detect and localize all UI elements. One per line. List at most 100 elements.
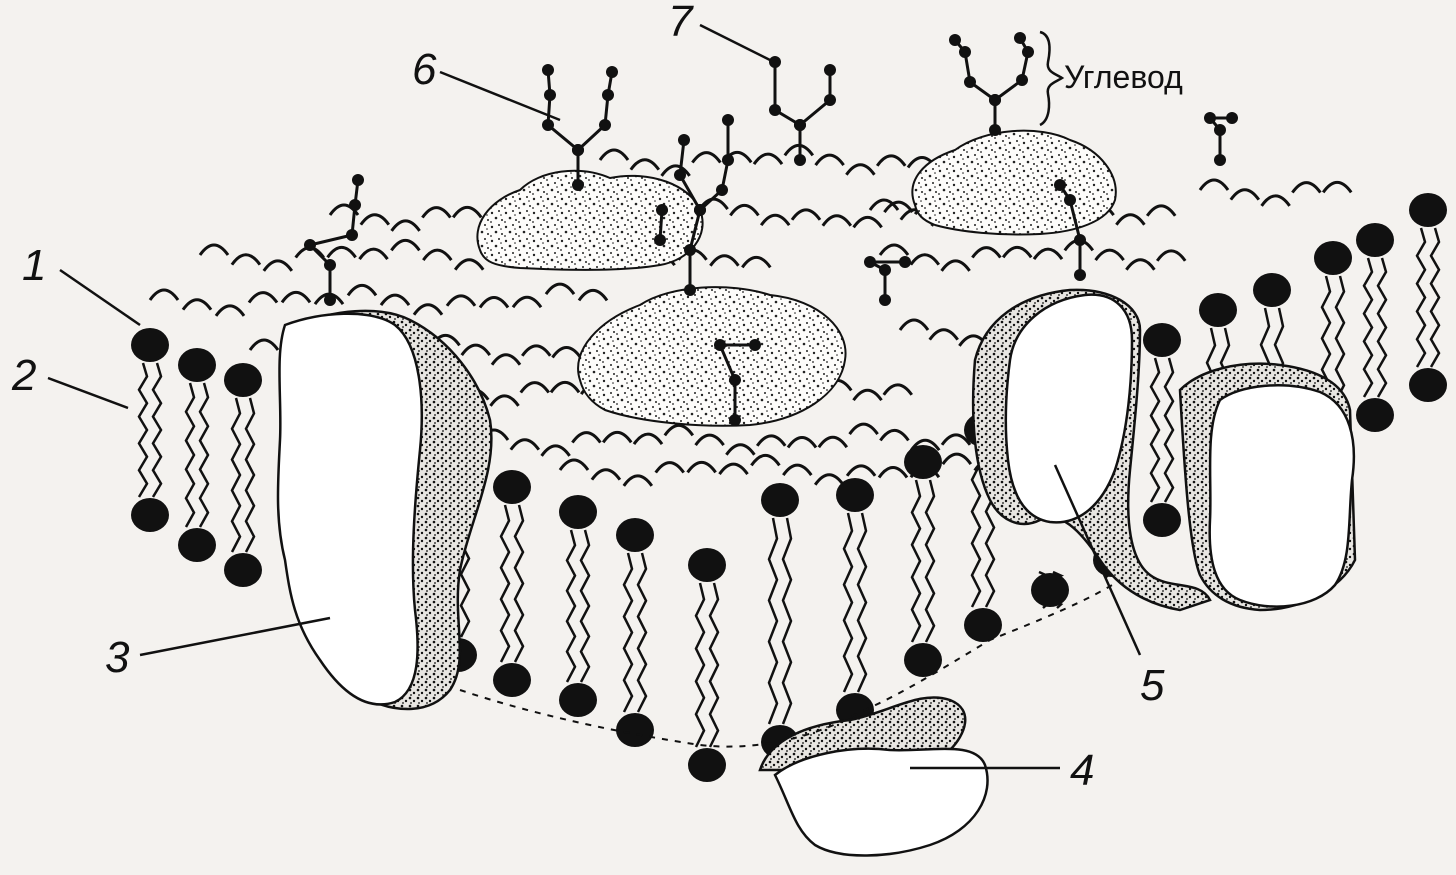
sugar-residue [794,119,806,131]
lipid-tail [1151,358,1159,502]
lipid-head [224,363,262,397]
lipid-head-arc [1147,206,1175,216]
lipid-head-arc [447,296,475,306]
lipid-head-arc [200,245,228,255]
lipid-head [688,548,726,582]
lipid-head [1143,323,1181,357]
sugar-residue [769,56,781,68]
label-4: 4 [1070,746,1094,795]
lipid-head-arc [572,433,600,443]
lipid-head-arc [592,470,620,480]
lipid-head-arc [930,330,958,340]
sugar-residue [678,134,690,146]
lipid-head-arc [783,465,811,475]
lipid-head [836,478,874,512]
lipid-head-arc [249,293,277,303]
glycan-chain [578,72,612,150]
lipid-head-arc [880,430,908,440]
phospholipid [616,518,654,747]
lipid-head [761,483,799,517]
label-1: 1 [22,241,46,290]
label-2: 2 [11,351,36,400]
leader-1 [60,270,140,325]
lipid-head-arc [546,284,574,294]
lipid-head [964,608,1002,642]
lipid-head-arc [884,385,912,395]
sugar-residue [989,94,1001,106]
lipid-head-arc [1116,215,1144,225]
sugar-residue [864,256,876,268]
sugar-residue [716,184,728,196]
lipid-tail [972,448,980,607]
sugar-residue [1064,194,1076,206]
lipid-head-arc [754,154,782,164]
lipid-head-arc [1096,250,1124,260]
lipid-head-arc [1157,251,1185,261]
phospholipid [224,363,262,587]
lipid-head [1031,573,1069,607]
lipid-head-arc [600,150,628,160]
phospholipid [1143,323,1181,537]
lipid-head-arc [150,290,178,300]
lipid-head-arc [877,156,905,166]
lipid-head-arc [742,257,770,267]
lipid-head-arc [522,346,550,356]
integral-protein-3 [278,314,422,705]
lipid-head [1356,398,1394,432]
sugar-residue [654,234,666,246]
sugar-residue [1016,74,1028,86]
lipid-head-arc [1034,249,1062,259]
lipid-head-arc [392,221,420,231]
lipid-head-arc [1262,196,1290,206]
lipid-head-arc [216,306,244,316]
lipid-head [1356,223,1394,257]
sugar-residue [324,294,336,306]
lipid-head-arc [710,256,738,266]
lipid-head-arc [423,250,451,260]
phospholipid [1356,223,1394,432]
sugar-residue [1214,154,1226,166]
sugar-residue [964,76,976,88]
lipid-head-arc [900,320,928,330]
lipid-head [688,748,726,782]
lipid-tail [638,553,646,712]
lipid-tail [1364,258,1372,397]
lipid-head [493,663,531,697]
lipid-head-arc [788,437,816,447]
phospholipid [1031,572,1069,608]
lipid-head-arc [761,215,789,225]
lipid-tail [1165,358,1173,502]
sugar-residue [824,94,836,106]
lipid-head-arc [511,440,539,450]
sugar-residue [722,154,734,166]
lipid-tail [769,518,777,724]
lipid-head-arc [879,467,907,477]
lipid-head-arc [751,455,779,465]
sugar-residue [714,339,726,351]
lipid-head-arc [328,247,356,257]
lipid-tail [501,505,509,662]
lipid-tail [696,583,704,747]
lipid-head-arc [819,437,847,447]
integral-protein-4 [775,749,988,856]
sugar-residue [304,239,316,251]
carbohydrate-brace [1040,32,1062,125]
label-6: 6 [412,45,437,94]
sugar-residue [769,104,781,116]
lipid-head [1253,273,1291,307]
lipid-head-arc [854,390,882,400]
lipid-tail [844,513,852,692]
lipid-head-arc [757,436,785,446]
lipid-head-arc [480,297,508,307]
lipid-head-arc [870,200,898,210]
sugar-residue [1014,32,1026,44]
lipid-head-arc [624,476,652,486]
lipid-head [178,528,216,562]
sugar-residue [899,256,911,268]
sugar-residue [572,144,584,156]
phospholipid [761,483,799,759]
sugar-residue [544,89,556,101]
sugar-residue [729,414,741,426]
glycan-chain [995,38,1028,100]
